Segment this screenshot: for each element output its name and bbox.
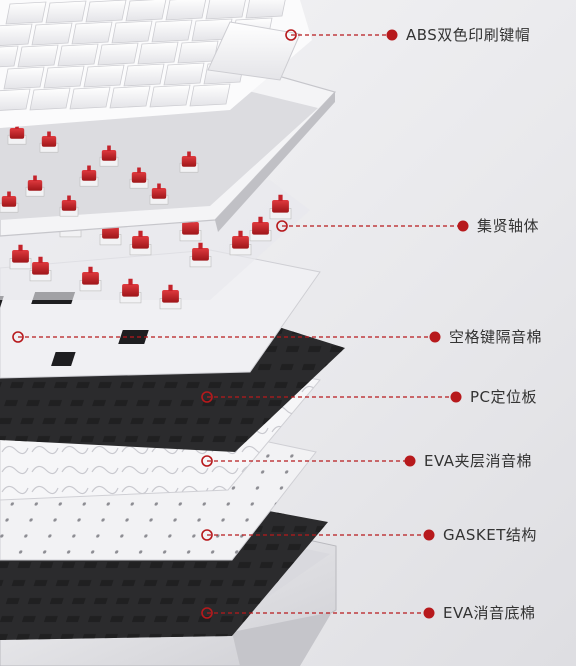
switch [79, 266, 102, 292]
callout-label: 空格键隔音棉 [449, 328, 543, 346]
switch [129, 230, 152, 256]
callout-lines [12, 29, 469, 619]
keycap [165, 0, 207, 21]
keycap [57, 43, 99, 67]
keycap [69, 86, 111, 110]
callout-dot [429, 331, 441, 343]
callout-anchor-ring [201, 529, 213, 541]
callout-dot [450, 391, 462, 403]
switch [29, 256, 52, 282]
switch [189, 242, 212, 268]
keycap [109, 85, 151, 109]
keycap [245, 0, 286, 19]
switch [129, 167, 149, 189]
keycap [3, 66, 45, 90]
keycap [29, 87, 71, 111]
switch [159, 284, 182, 310]
callout-anchor-ring [276, 220, 288, 232]
callout-label: ABS双色印刷键帽 [406, 26, 531, 44]
switch [59, 195, 79, 217]
switch [25, 175, 45, 197]
keycap-numpad [207, 21, 301, 81]
keycap [163, 62, 205, 86]
switch [269, 194, 292, 220]
keycap [205, 0, 246, 20]
callout-anchor-ring [201, 607, 213, 619]
keycap [177, 40, 219, 64]
switch [229, 230, 252, 256]
keycap [111, 20, 153, 44]
callout-anchor-ring [201, 455, 213, 467]
callout-anchor-ring [12, 331, 24, 343]
callout-anchor-ring [285, 29, 297, 41]
keycap [189, 83, 231, 107]
keycap [0, 88, 31, 111]
switch [119, 278, 142, 304]
keycaps-layer [0, 0, 312, 128]
keycap [17, 44, 59, 68]
switch [99, 145, 119, 167]
switch [0, 191, 19, 213]
keycap [85, 0, 127, 23]
keycap [125, 0, 167, 22]
keycap [149, 84, 191, 108]
callout-label: EVA消音底棉 [443, 604, 536, 622]
switch [249, 216, 272, 242]
callout-label: 集贤轴体 [477, 217, 540, 235]
keycap [5, 1, 47, 25]
keycap [0, 23, 33, 46]
switch [39, 131, 59, 153]
callout-label: GASKET结构 [443, 526, 537, 544]
keycap [45, 0, 87, 24]
callout-dot [404, 455, 416, 467]
callout-anchor-ring [201, 391, 213, 403]
keycap [0, 45, 19, 68]
callout-dot [386, 29, 398, 41]
keycap [83, 64, 125, 88]
switch [79, 165, 99, 187]
keycap [97, 42, 139, 66]
keycap [71, 21, 113, 45]
keycap [137, 41, 179, 65]
keycap [31, 22, 73, 46]
keycap [123, 63, 165, 87]
switch [179, 151, 199, 173]
switch [9, 244, 32, 270]
callout-label: PC定位板 [470, 388, 538, 406]
keycap [151, 19, 193, 43]
callout-label: EVA夹层消音棉 [424, 452, 533, 470]
switch [149, 183, 169, 205]
callout-dot [423, 529, 435, 541]
callout-dot [457, 220, 469, 232]
callout-dot [423, 607, 435, 619]
keycap [43, 65, 85, 89]
